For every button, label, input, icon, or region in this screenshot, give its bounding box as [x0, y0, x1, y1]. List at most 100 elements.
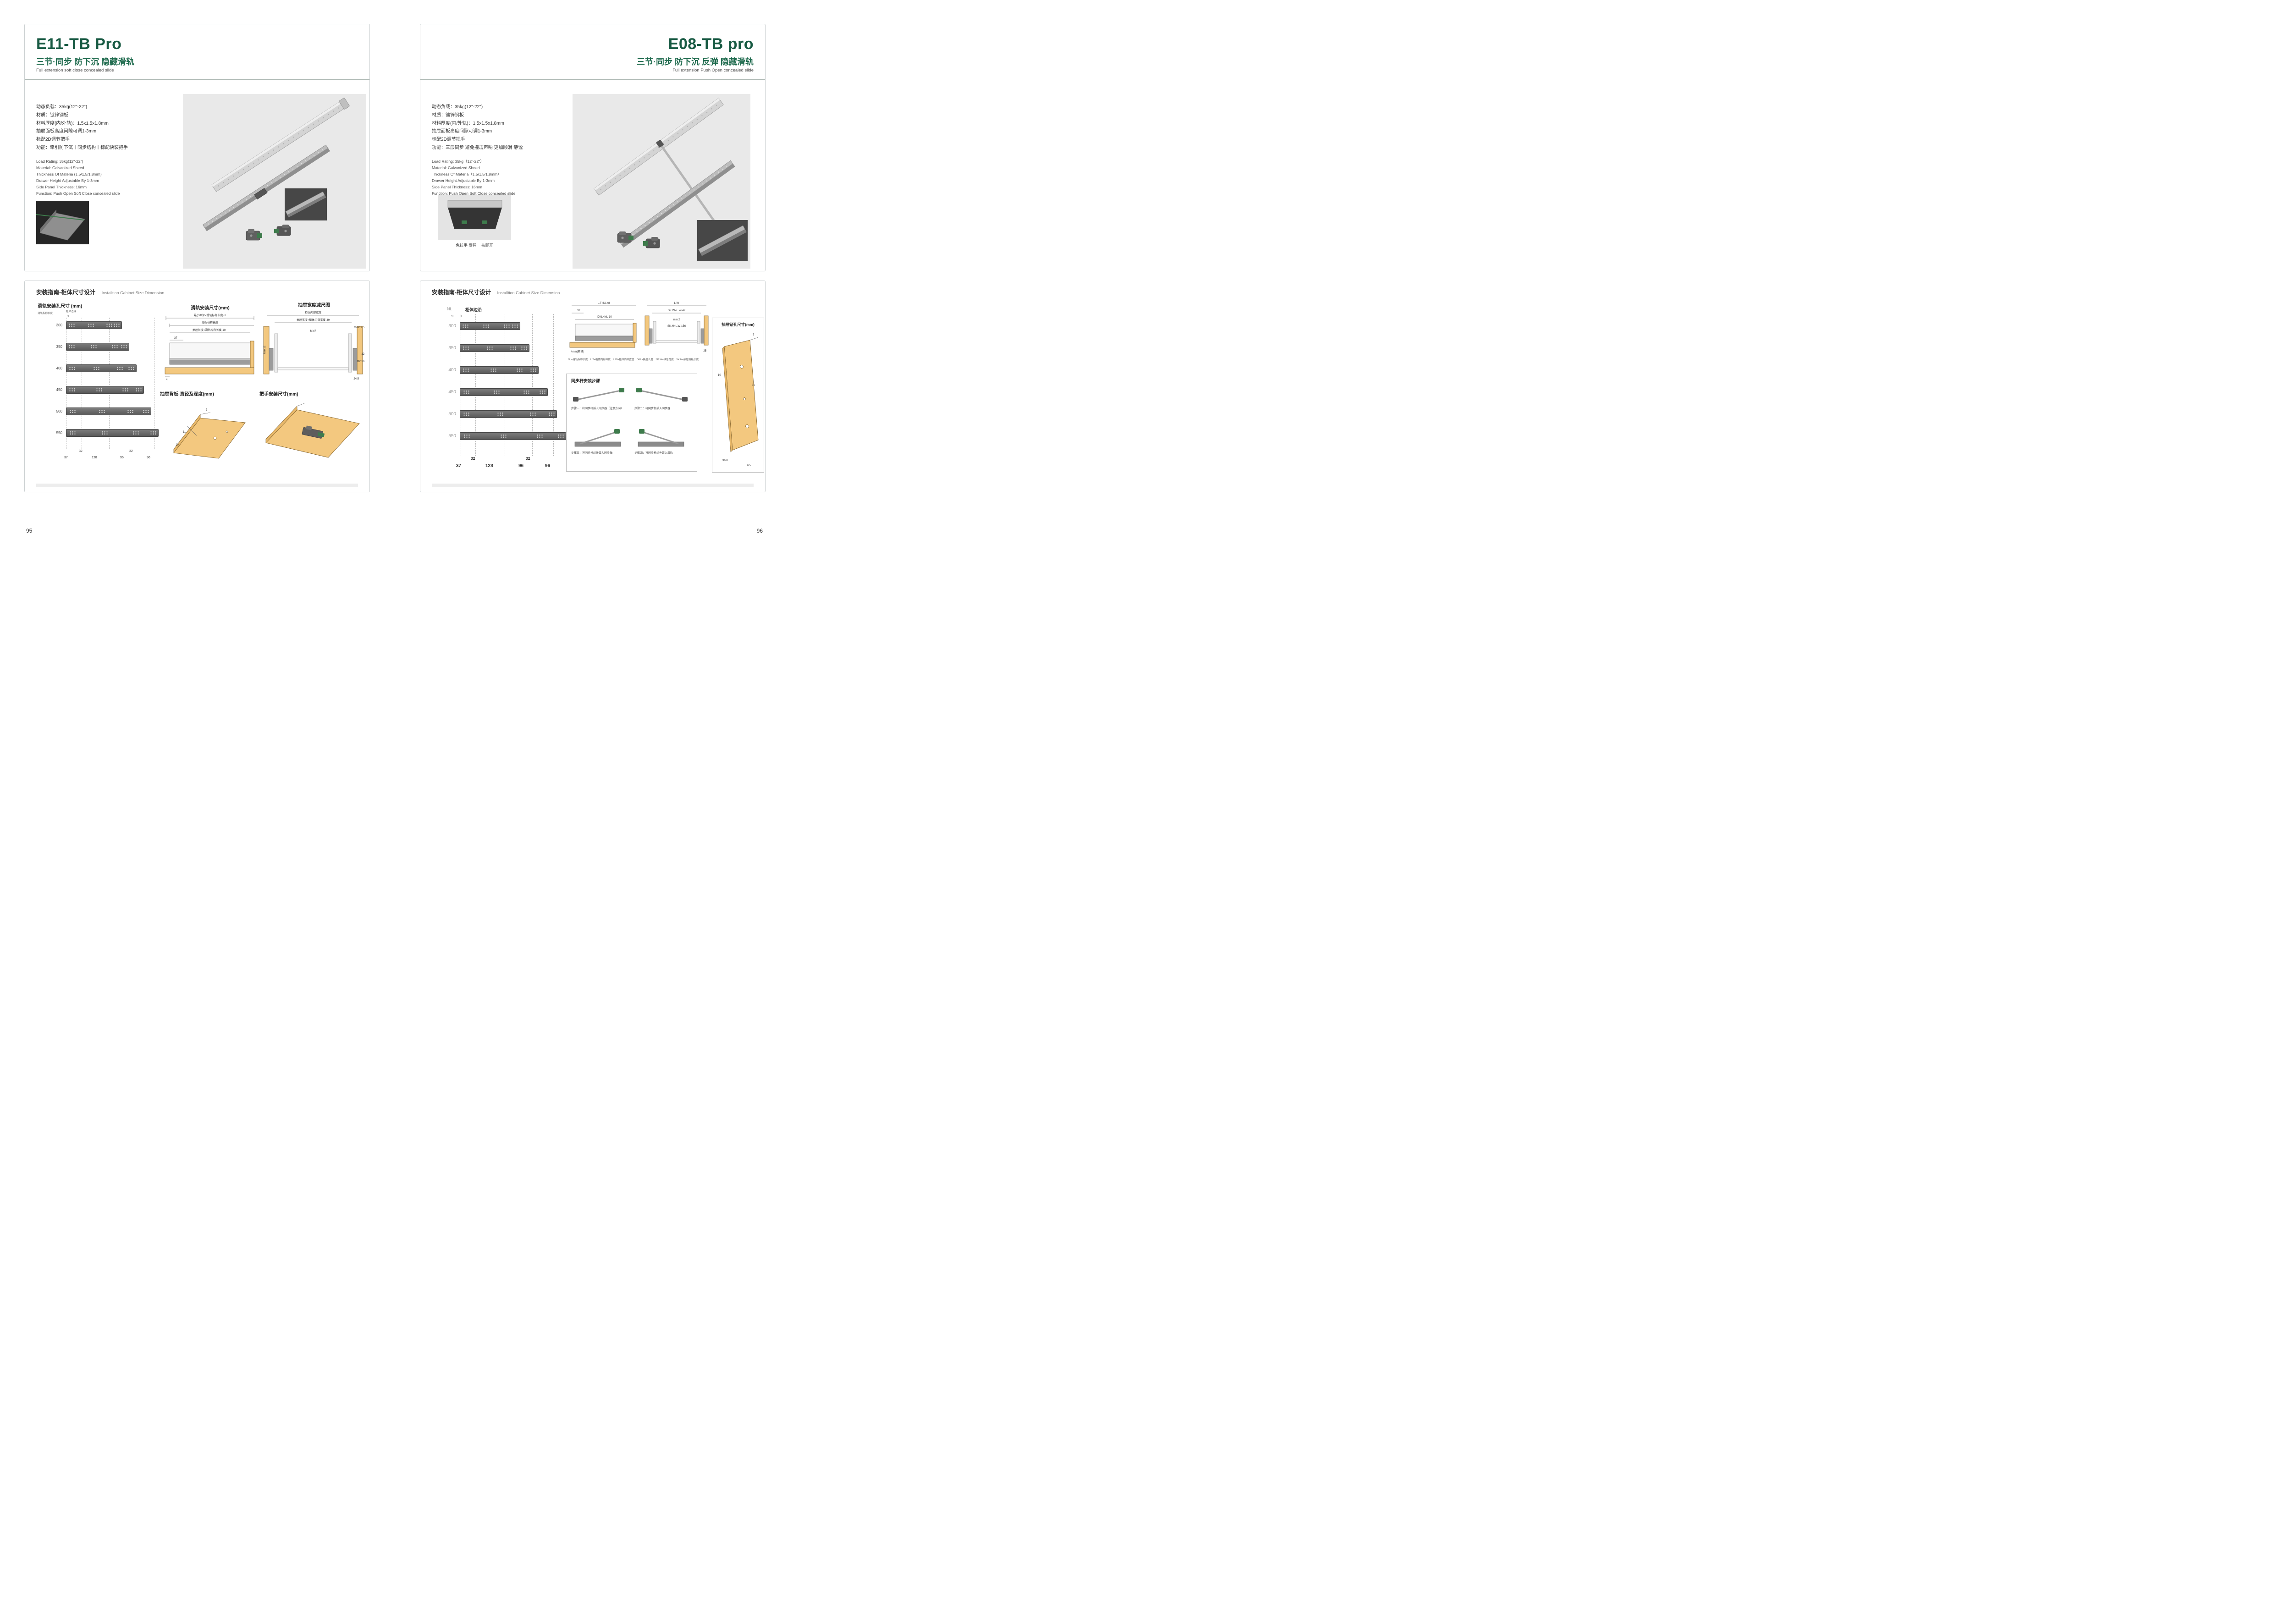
rail-length-label: 550 [56, 431, 62, 435]
screw-holes [68, 323, 76, 327]
spec-line: 抽屉面板高度间隙可调1-3mm [432, 129, 492, 134]
page-number: 95 [26, 528, 33, 534]
rail-row-550: 550 [50, 429, 159, 437]
lock-device-icon [617, 231, 634, 243]
slide-rails-illustration [202, 98, 350, 241]
sync-step-4: 步骤四：将同步杆组件装入滑轨 [634, 428, 693, 455]
screw-holes [101, 431, 109, 435]
dimension-label: 37 [456, 463, 462, 468]
rail-length-side-label: 滑轨标称长度 [38, 312, 53, 315]
guide-line [109, 318, 110, 449]
spec-line: 材料厚度(内/外轨)：1.5x1.5x1.8mm [36, 121, 109, 126]
screw-holes [500, 434, 508, 438]
lock-device-icon [246, 229, 262, 241]
screw-holes [463, 412, 471, 416]
header-divider [25, 79, 369, 80]
spec-line: Side Panel Thickness: 16mm [432, 185, 482, 190]
spec-line: 动态负载：35kg(12"-22") [432, 105, 483, 110]
drawer-width-section-drawing: 柜体内部宽度 抽屉宽度=柜体内部宽度-49 Min7 Max17.5 Max12… [263, 311, 365, 380]
cabinet-section-diagrams: L.T=NL+8 37 DKL=NL-10 4mm(预留) L.W SK.W=L… [568, 300, 711, 373]
spec-line: 材料厚度(内/外轨)：1.5x1.5x1.8mm [432, 121, 504, 126]
screw-holes [87, 323, 95, 327]
spec-line: 材质：镀锌钢板 [432, 112, 464, 118]
screw-holes [486, 346, 494, 350]
dim-label: 36.8 [722, 459, 728, 462]
screw-holes [68, 345, 76, 349]
rail-length-label: 350 [448, 346, 456, 351]
spec-line: 标配2D调节把手 [36, 137, 70, 143]
rail-row-400: 400 [443, 366, 566, 374]
rail-length-label: 400 [56, 366, 62, 370]
dimension-label: 32 [129, 450, 133, 453]
header-divider [420, 79, 765, 80]
rail-length-label: 500 [56, 409, 62, 413]
installation-title-cn: 安装指南-柜体尺寸设计 [432, 289, 491, 296]
installation-title-en: Installtion Cabinet Size Dimension [497, 291, 560, 295]
screw-holes [150, 431, 157, 435]
rail-bar [460, 344, 529, 352]
rail-row-350: 350 [443, 344, 566, 352]
edge-dim: 9 [452, 315, 453, 318]
screw-holes [69, 388, 77, 392]
screw-holes [463, 368, 470, 372]
spec-line: 功能：牵引防下沉丨同步结构丨标配快装把手 [36, 145, 128, 150]
rail-bar [66, 321, 122, 329]
rail-row-500: 500 [443, 410, 566, 418]
diagram-title: 抽屉背板·直径及深度(mm) [160, 392, 214, 397]
drill-drawing: 7 10 31 36.8 6.5 [718, 334, 759, 467]
sync-step-3: 步骤三：将同步杆组件装入同步轴 [571, 428, 630, 455]
rail-length-label: 350 [56, 345, 62, 349]
guide-line [532, 314, 533, 456]
screw-holes [98, 409, 106, 413]
rail-row-500: 500 [50, 407, 159, 415]
screw-holes [116, 366, 124, 370]
dim-label: SK.H=L.W-156 [667, 325, 686, 328]
screw-holes [69, 431, 77, 435]
dim-label: L.W [674, 302, 679, 305]
screw-holes [510, 346, 517, 350]
lock-device-icon [274, 225, 291, 236]
installation-guide-box: 安装指南-柜体尺寸设计 Installtion Cabinet Size Dim… [420, 281, 766, 492]
push-open-caption: 免拉手 反弹 一按即开 [456, 243, 493, 248]
screw-holes [483, 324, 490, 328]
rail-rows: 300 350 400 450 500 550 [50, 321, 159, 451]
rail-length-label: 450 [56, 388, 62, 392]
depth-section-drawing: L.T=NL+8 37 DKL=NL-10 4mm(预留) [569, 302, 637, 353]
installation-guide-box: 安装指南-柜体尺寸设计 Installtion Cabinet Size Dim… [24, 281, 370, 492]
installation-title-cn: 安装指南-柜体尺寸设计 [36, 289, 96, 296]
cabinet-edge-label: 柜体边缘 [66, 310, 77, 313]
footer-strip [36, 484, 358, 487]
dim-label: 4 [166, 379, 168, 381]
specs-chinese: 动态负载：35kg(12"-22") 材质：镀锌钢板 材料厚度(内/外轨)：1.… [432, 103, 523, 152]
dim-label: 10 [718, 374, 721, 377]
screw-holes [463, 390, 470, 394]
back-panel-diagram: 抽屉背板·直径及深度(mm) 7 11 10 [160, 390, 254, 463]
rail-closeup-inset [697, 220, 748, 261]
diagram-title: 把手安装尺寸(mm) [259, 392, 298, 397]
spec-line: Material: Galvanized Sheed [36, 165, 84, 171]
product-overview-box: E11-TB Pro 三节·同步 防下沉 隐藏滑轨 Full extension… [24, 24, 370, 271]
rail-bar [460, 322, 520, 330]
screw-holes [493, 390, 501, 394]
rail-bar [66, 386, 144, 394]
spec-line: 动态负载：35kg(12"-22") [36, 105, 88, 110]
guide-line [553, 314, 554, 456]
rail-bar [66, 407, 151, 415]
dimension-label: 96 [545, 463, 551, 468]
dim-label: Max12 [264, 345, 266, 354]
dimension-label: 96 [120, 456, 124, 459]
dim-label: 柜体内部宽度 [305, 311, 321, 314]
rail-length-label: 550 [448, 434, 456, 439]
dim-label: 12 [361, 353, 364, 356]
dim-label: 25 [703, 350, 706, 352]
screw-holes [68, 366, 76, 370]
drawer-width-diagram: 抽屉宽度减尺图 柜体内部宽度 抽屉宽度=柜体内部宽度-49 Min7 Max17… [261, 301, 367, 385]
page-e11-tb-pro: E11-TB Pro 三节·同步 防下沉 隐藏滑轨 Full extension… [24, 0, 370, 541]
installation-guide-title: 安装指南-柜体尺寸设计 Installtion Cabinet Size Dim… [36, 287, 164, 296]
edge-dim: 9 [460, 315, 462, 318]
page-e08-tb-pro: E08-TB pro 三节·同步 防下沉 反弹 隐藏滑轨 Full extens… [420, 0, 766, 541]
rail-length-label: 300 [56, 323, 62, 327]
spec-line: 抽屉面板高度间隙可调1-3mm [36, 129, 97, 134]
abbreviation-notes: NL=滑轨标称长度 L.T=柜体内部深度 L.W=柜体内部宽度 DKL=抽屉长度… [568, 358, 699, 361]
